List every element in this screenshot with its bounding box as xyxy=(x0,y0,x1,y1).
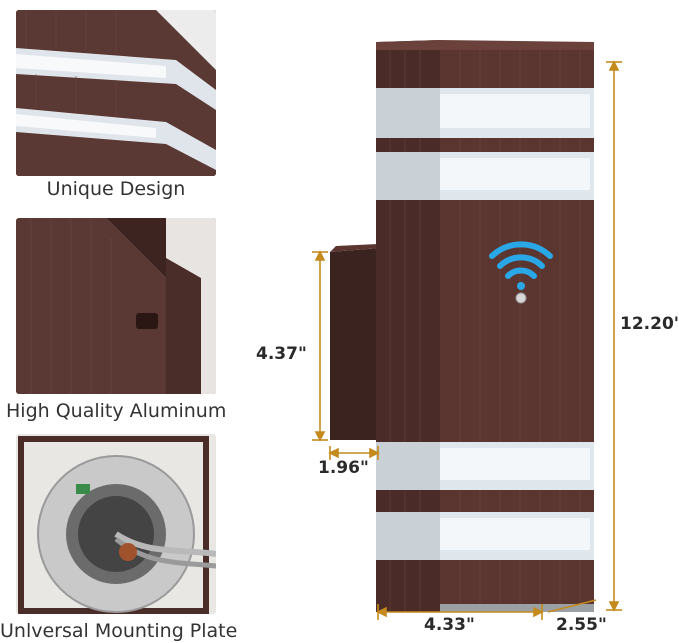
lamp-closeup-photo xyxy=(16,10,216,176)
feature-image-unique-design xyxy=(16,10,216,176)
light-glass-band xyxy=(376,512,594,560)
dimension-depth-label: 2.55" xyxy=(556,615,607,635)
dimension-bracket-height-label: 4.37" xyxy=(256,344,307,364)
mounting-bracket xyxy=(330,248,380,440)
light-glass-band xyxy=(376,88,594,138)
mounting-plate-photo xyxy=(16,434,216,614)
aluminum-closeup-photo xyxy=(16,218,216,394)
feature-caption: Unlversal Mounting Plate xyxy=(0,620,238,642)
dimension-lines xyxy=(312,60,622,620)
feature-caption: Unique Design xyxy=(46,178,186,200)
feature-caption: High Quality Aluminum xyxy=(6,400,227,422)
motion-sensor-icon xyxy=(515,292,527,304)
feature-image-aluminum xyxy=(16,218,216,394)
light-glass-band xyxy=(376,442,594,490)
wall-light-product-image xyxy=(312,40,622,620)
dimension-width-label: 4.33" xyxy=(424,615,475,635)
dimension-height-label: 12.20" xyxy=(620,314,679,334)
feature-image-mounting-plate xyxy=(16,434,216,614)
dimension-bracket-depth-label: 1.96" xyxy=(318,458,369,478)
wifi-icon xyxy=(489,241,553,290)
light-glass-band xyxy=(376,152,594,200)
